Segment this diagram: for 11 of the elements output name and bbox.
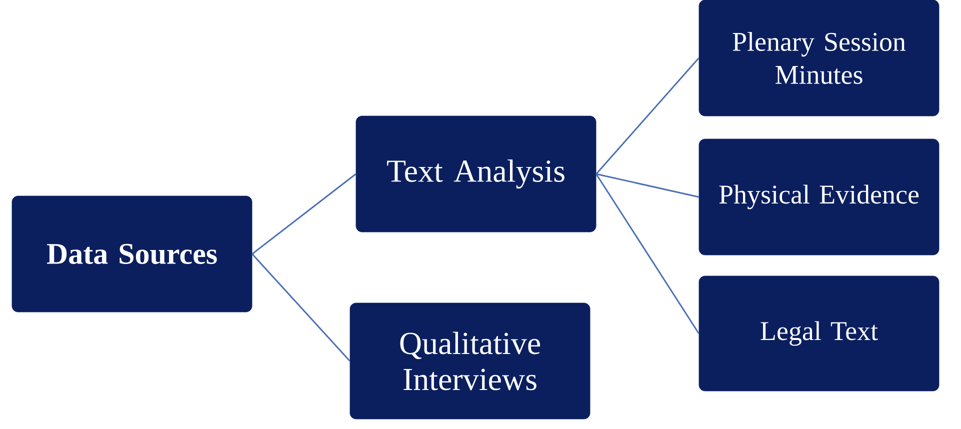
process-box: Text Analysis <box>356 116 596 232</box>
connector-line <box>596 174 700 334</box>
connector-line <box>596 173 699 198</box>
connector-line <box>252 254 350 362</box>
process-box: Qualitative Interviews <box>350 302 590 420</box>
process-box: Data Sources <box>12 196 252 312</box>
process-box: Plenary Session Minutes <box>698 0 940 116</box>
process-box: Legal Text <box>698 276 940 392</box>
connector-line <box>596 58 700 174</box>
process-box: Physical Evidence <box>698 138 940 256</box>
connector-line <box>252 173 356 255</box>
